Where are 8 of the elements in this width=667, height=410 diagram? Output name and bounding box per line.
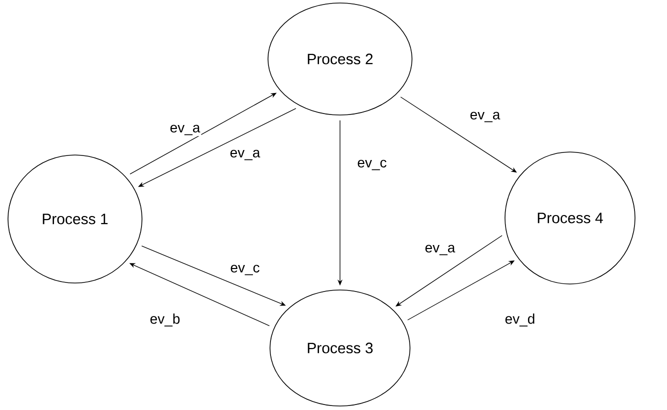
edge-label: ev_c	[356, 158, 388, 172]
edge-label: ev_a	[424, 244, 456, 256]
edge-label: ev_a	[468, 110, 502, 124]
edge-label: ev_b	[148, 312, 182, 328]
edge-label: ev_d	[504, 312, 536, 328]
edge-label: ev_a	[228, 148, 262, 162]
edge-label: ev_a	[168, 124, 202, 136]
edge-label: ev_c	[229, 264, 261, 276]
